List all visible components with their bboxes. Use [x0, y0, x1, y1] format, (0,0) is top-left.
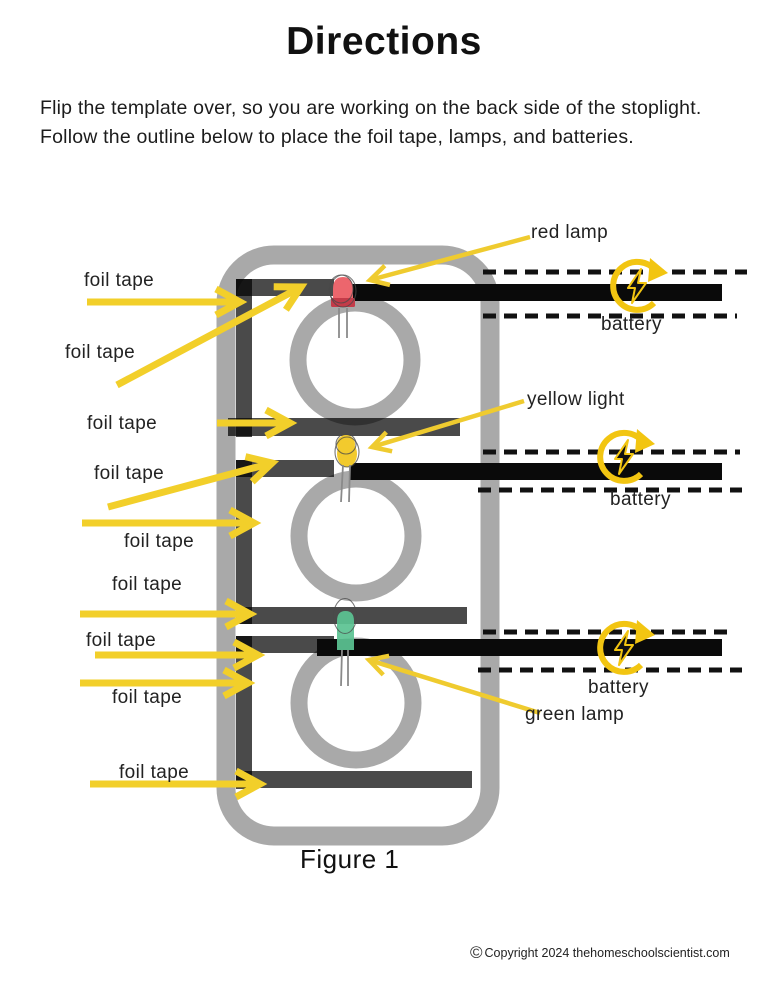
- foil-tape-label-6: foil tape: [112, 574, 183, 595]
- battery-strips: [317, 284, 722, 656]
- battery-label-3: battery: [588, 677, 649, 698]
- copyright-line: © Copyright 2024 thehomeschoolscientist.…: [470, 944, 750, 961]
- foil-tape-label-2: foil tape: [65, 342, 136, 363]
- yellow-led-lamp: [334, 433, 360, 503]
- foil-tape-label-9: foil tape: [119, 762, 190, 783]
- red-lamp-label: red lamp: [531, 222, 609, 243]
- red-lamp-ring: [289, 294, 421, 426]
- stoplight-outline: [216, 245, 500, 846]
- foil-tape-label-3: foil tape: [87, 413, 158, 434]
- foil-tape-label-4: foil tape: [94, 463, 165, 484]
- battery-label-1: battery: [601, 314, 662, 335]
- directions-text: Flip the template over, so you are worki…: [40, 97, 702, 148]
- foil-tape-label-7: foil tape: [86, 630, 157, 651]
- battery-label-2: battery: [610, 489, 671, 510]
- copyright-text: Copyright 2024 thehomeschoolscientist.co…: [484, 945, 730, 960]
- battery-icon-top: [613, 258, 668, 310]
- green-lamp-ring: [290, 637, 422, 769]
- foil-tape-strips: [228, 279, 472, 789]
- lamp-callout-arrows: [364, 234, 541, 716]
- figure-caption: Figure 1: [300, 844, 400, 874]
- page-title: Directions: [286, 20, 482, 63]
- foil-tape-label-8: foil tape: [112, 687, 183, 708]
- green-led-lamp: [332, 597, 358, 687]
- yellow-light-label: yellow light: [527, 389, 625, 410]
- red-led-lamp: [328, 274, 357, 338]
- foil-tape-label-5: foil tape: [124, 531, 195, 552]
- yellow-lamp-ring: [290, 470, 422, 602]
- copyright-symbol: ©: [470, 943, 483, 962]
- foil-tape-label-1: foil tape: [84, 270, 155, 291]
- foil-tape-arrows: [80, 283, 308, 801]
- green-lamp-label: green lamp: [525, 704, 625, 725]
